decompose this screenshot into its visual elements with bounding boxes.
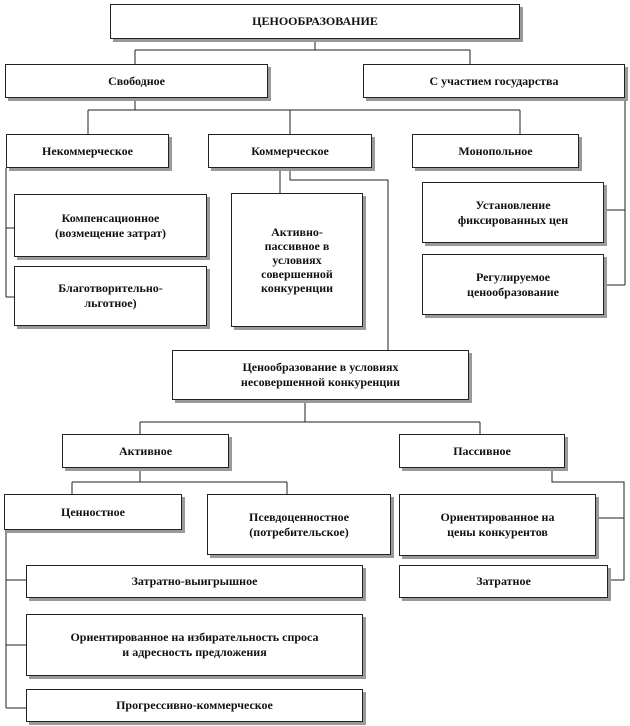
node-cost-win: Затратно-выигрышное: [26, 565, 363, 598]
node-cost: Затратное: [399, 565, 608, 598]
node-passive: Пассивное: [399, 434, 565, 468]
node-active: Активное: [62, 434, 229, 468]
node-active-passive: Активно- пассивное в условиях совершенно…: [231, 193, 363, 327]
node-monopoly: Монопольное: [412, 134, 579, 168]
node-charity: Благотворительно- льготное): [14, 266, 207, 326]
node-selective-demand: Ориентированное на избирательность спрос…: [26, 614, 363, 676]
node-imperfect-competition: Ценообразование в условиях несовершенной…: [172, 350, 469, 400]
node-noncommercial: Некоммерческое: [6, 134, 169, 168]
node-progressive-commercial: Прогрессивно-коммерческое: [26, 689, 363, 722]
node-value: Ценностное: [4, 494, 182, 530]
node-competitor-oriented: Ориентированное на цены конкурентов: [399, 494, 596, 556]
node-fixed-prices: Установление фиксированных цен: [422, 182, 604, 243]
node-root: ЦЕНООБРАЗОВАНИЕ: [110, 4, 520, 39]
node-state: С участием государства: [363, 64, 625, 98]
node-regulated: Регулируемое ценообразование: [422, 254, 604, 315]
node-compensation: Компенсационное (возмещение затрат): [14, 194, 207, 257]
node-pseudo-value: Псевдоценностное (потребительское): [207, 494, 391, 555]
node-commercial: Коммерческое: [208, 134, 372, 168]
node-free: Свободное: [5, 64, 268, 98]
